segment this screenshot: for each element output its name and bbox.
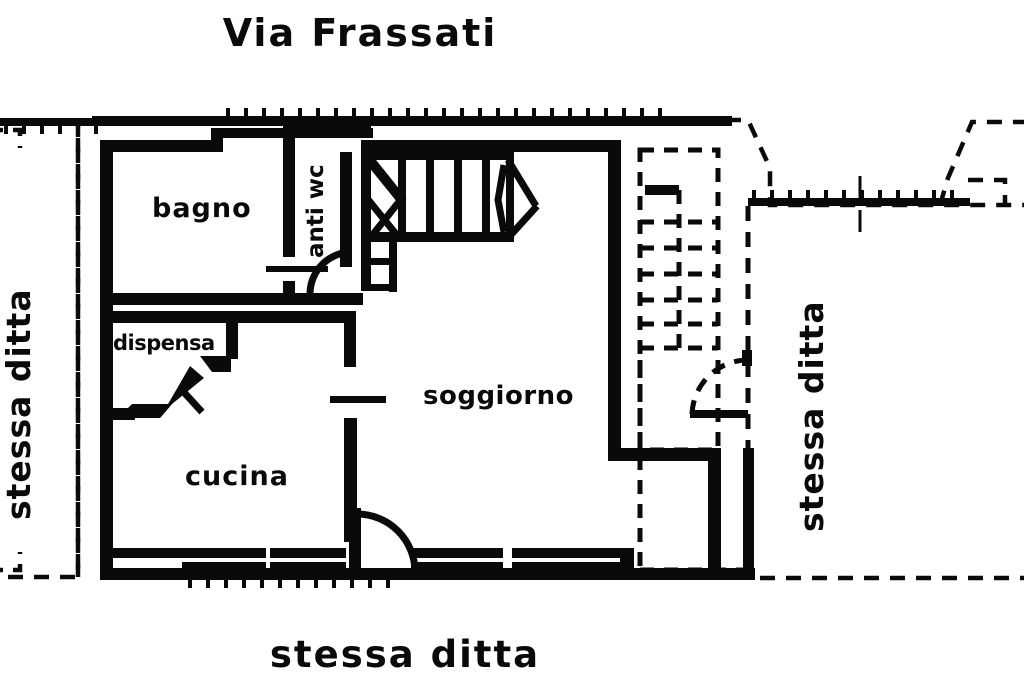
dispensa-walls <box>113 311 356 367</box>
room-label-dispensa: dispensa <box>113 331 215 355</box>
window-openings-top <box>283 118 443 147</box>
dispensa-door-swing-marks <box>177 385 205 415</box>
neighbor-outline-left-inner <box>0 127 23 573</box>
neighbor-outline-right <box>726 117 1024 581</box>
bottom-window-openings <box>182 548 634 572</box>
hatched-boundary-wall-top-right <box>748 198 970 206</box>
stair-direction-diagonals <box>363 155 540 242</box>
dispensa-left-wall-stub <box>113 408 135 420</box>
soggiorno-opening-mark <box>330 396 386 403</box>
hatched-boundary-wall-top-left <box>0 118 100 126</box>
building-perimeter-walls <box>100 128 755 580</box>
kitchen-door-leaf <box>349 508 361 572</box>
street-name-title: Via Frassati <box>222 11 498 55</box>
room-label-cucina: cucina <box>185 461 289 492</box>
boundary-note-left: stessa ditta <box>0 288 38 520</box>
boundary-note-bottom: stessa ditta <box>269 633 541 676</box>
cucina-left-niche <box>113 548 185 558</box>
bottom-wall-hatch-ticks <box>188 580 390 588</box>
neighbor-outline-left <box>0 119 81 580</box>
hatch-ticks-top-right <box>752 190 954 198</box>
anti-wc-door-swing <box>306 248 353 295</box>
bagno-lower-wall <box>113 293 363 305</box>
exterior-stair-dashed-block <box>637 147 721 453</box>
exterior-stair-start-nosing <box>645 185 679 195</box>
top-wall-hatch-ticks <box>226 108 662 116</box>
boundary-note-right: stessa ditta <box>792 300 831 532</box>
hatch-ticks-top-left <box>4 126 98 134</box>
stair-lower-landing <box>361 242 397 292</box>
right-fence-wall <box>743 448 754 578</box>
wall-between-bagno-and-anti-wc <box>283 152 352 305</box>
exterior-door-leaf-right <box>690 350 752 418</box>
room-label-anti-wc: anti wc <box>303 164 329 258</box>
room-label-bagno: bagno <box>152 193 252 224</box>
kitchen-door-swing <box>356 510 419 573</box>
room-label-soggiorno: soggiorno <box>423 381 575 411</box>
bagno-door-opening-line <box>266 266 328 272</box>
exterior-door-swing-right <box>689 357 749 417</box>
